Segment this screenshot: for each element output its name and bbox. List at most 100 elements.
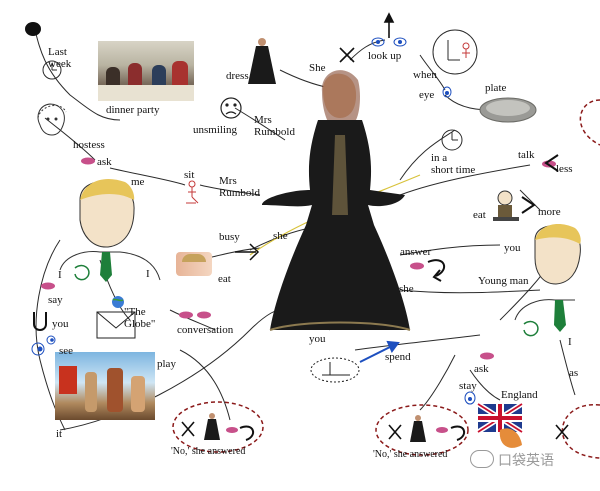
connector-line (399, 129, 456, 181)
connector-line (199, 184, 261, 196)
sit-figure-icon (186, 180, 199, 204)
label-sit: sit (184, 169, 195, 181)
connector-line (179, 349, 231, 421)
lips-icon (81, 157, 95, 165)
label-see: see (59, 345, 74, 357)
label-as: as (569, 367, 579, 379)
busy-arrow-icon (235, 243, 260, 261)
label-eat: eat (473, 209, 486, 221)
lips-icon (179, 311, 193, 319)
unsmiling-face-icon (220, 97, 242, 119)
dinner-party-photo (98, 41, 194, 101)
label-when: when (413, 69, 437, 81)
label-mrs-rumbold: Mrs Rumbold (254, 114, 295, 138)
see-eye-icon (31, 342, 45, 356)
up-arrow-icon (383, 12, 395, 38)
spend-arrow-icon (359, 340, 400, 363)
connector-line (419, 354, 456, 411)
watermark-text: 口袋英语 (498, 453, 554, 469)
wechat-icon (470, 450, 494, 468)
connector-line (349, 39, 386, 61)
clock-icon (441, 129, 463, 151)
eating-man-icon (493, 190, 519, 221)
clock-icon (42, 60, 62, 80)
answer-arrow-icon (427, 259, 446, 282)
connector-line (354, 334, 481, 351)
dashed-oval (375, 404, 469, 456)
label-answer: answer (400, 246, 432, 258)
connector-line (419, 54, 446, 91)
dot-icon (25, 22, 41, 36)
label-stay: stay (459, 380, 477, 392)
label-talk: talk (518, 149, 535, 161)
less-sign-icon (544, 154, 559, 172)
person-icon (462, 42, 470, 58)
no-cross-icon (339, 47, 355, 63)
dress-icon (248, 38, 276, 84)
hostess-icon (37, 103, 67, 136)
connector-line (469, 369, 501, 401)
when-clock-icon (432, 29, 478, 75)
label-she-2: she (273, 230, 288, 242)
dashed-oval (561, 404, 600, 459)
connector-line (234, 107, 286, 141)
label-look-up: look up (368, 50, 402, 62)
globe-icon (112, 296, 124, 308)
dashed-oval (172, 401, 264, 453)
label-hostess: hostess (73, 139, 105, 151)
label-you-2: you (309, 333, 326, 345)
label-ask-2: ask (474, 363, 489, 375)
label-last-week: Last week (48, 46, 72, 70)
small-woman-icon (204, 413, 426, 442)
spend-time-icon (310, 357, 360, 383)
label-less: less (556, 163, 573, 175)
lips-icon (480, 352, 494, 360)
more-sign-icon (521, 196, 536, 214)
connector-line (169, 309, 216, 331)
label-eye: eye (419, 89, 435, 101)
label-conversation: conversation (177, 324, 234, 336)
label-me: me (131, 176, 145, 188)
label-i-2: I (146, 268, 150, 280)
busy-face-photo (176, 252, 212, 276)
no-cross-icon (181, 421, 569, 440)
connector-line (34, 29, 121, 121)
young-man-right-icon (514, 224, 581, 332)
dashed-oval (579, 99, 600, 146)
play-stage-photo (55, 352, 155, 420)
label-no-she-answered-2: 'No,' she answered (373, 449, 448, 460)
horseshoe-icon (33, 312, 47, 331)
british-flag-icon (476, 401, 524, 448)
label-you: you (52, 318, 69, 330)
label-it: it (56, 428, 63, 440)
connector-line (399, 164, 531, 196)
label-the-globe: "The Globe" (124, 306, 156, 330)
stay-icon (464, 391, 476, 405)
label-she-3: she (399, 283, 414, 295)
label-england: England (501, 389, 538, 401)
label-busy: busy (219, 231, 240, 243)
connector-line (519, 189, 541, 211)
woman-in-gown-figure (262, 70, 411, 331)
label-ask: ask (97, 156, 112, 168)
snail-icon (74, 264, 90, 281)
eyes-icon (371, 37, 407, 47)
answer-arrow-icon (239, 425, 466, 441)
connector-line (44, 117, 96, 161)
lips-icon (41, 282, 55, 290)
connector-line (399, 289, 541, 294)
lips-icon (436, 427, 448, 433)
label-more: more (538, 206, 561, 218)
label-unsmiling: unsmiling (193, 124, 238, 136)
label-dinner-party: dinner party (106, 104, 160, 116)
plate-icon (479, 97, 537, 123)
snail-icon (523, 320, 539, 337)
label-she: She (309, 62, 326, 74)
young-man-left-icon (59, 179, 161, 282)
connector-line (109, 167, 186, 186)
label-eat-2: eat (218, 273, 231, 285)
eye-icon (442, 86, 452, 98)
label-say: say (48, 294, 63, 306)
label-in-a-short-time: in a short time (431, 152, 476, 176)
